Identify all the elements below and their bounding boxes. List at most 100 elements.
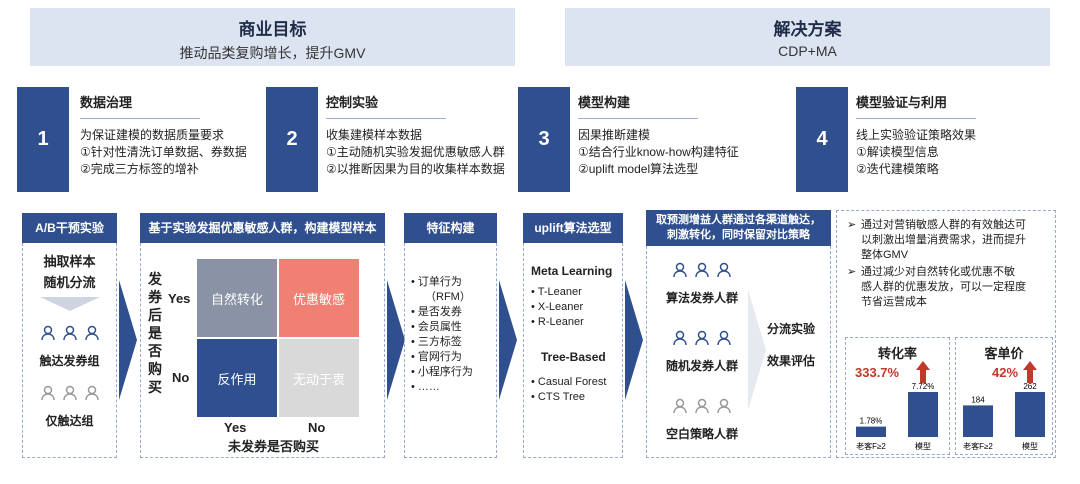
matrix-y-yes: Yes	[168, 291, 191, 306]
bullet-line: 通过对营销敏感人群的有效触达可	[861, 219, 1026, 231]
ab-group1-label: 触达发券组	[39, 354, 100, 368]
matrix-cell-natural: 自然转化	[197, 259, 277, 337]
bullet-line: 整体GMV	[861, 249, 909, 261]
y-char: 是	[148, 325, 162, 341]
conversion-lift: 333.7%	[855, 365, 900, 380]
step-3: 模型构建 因果推断建模 ①结合行业know-how构建特征 ②uplift mo…	[578, 92, 778, 178]
group-label: 随机发券人群	[665, 359, 738, 373]
feature-item: • 会员属性	[411, 321, 462, 333]
bullet-line: 以刺激出增量消费需求，进而提升	[861, 234, 1026, 246]
step-2-line: ①主动随机实验发掘优惠敏感人群	[326, 145, 505, 159]
bar-value-label: 7.72%	[912, 382, 935, 391]
features-column: • 订单行为 （RFM） • 是否发券 • 会员属性 • 三方标签 • 官网行为…	[404, 243, 497, 458]
step-2: 控制实验 收集建模样本数据 ①主动随机实验发掘优惠敏感人群 ②以推断因果为目的收…	[326, 92, 516, 178]
uplift-header: uplift算法选型	[523, 213, 623, 243]
result-bullet: ➢ 通过对营销敏感人群的有效触达可 以刺激出增量消费需求，进而提升 整体GMV	[847, 218, 1052, 263]
feature-item: • 小程序行为	[411, 366, 473, 378]
feature-item: （RFM）	[425, 291, 471, 303]
group-label: 空白策略人群	[665, 427, 738, 441]
step-4-line: ②迭代建模策略	[856, 162, 939, 176]
step-4-line: 线上实验验证策略效果	[856, 128, 977, 142]
conversion-chart-box	[845, 337, 950, 455]
matrix-y-no: No	[172, 370, 190, 385]
up-arrow-icon	[916, 361, 930, 383]
y-char: 发	[148, 271, 162, 287]
step-3-line: ②uplift model算法选型	[578, 162, 699, 176]
matrix-cell-sensitive: 优惠敏感	[279, 259, 359, 337]
person-icon	[40, 325, 55, 341]
business-goal-banner: 商业目标 推动品类复购增长，提升GMV	[30, 8, 515, 66]
feature-item: • 是否发券	[411, 306, 462, 318]
bullet-line: 节省运营成本	[861, 296, 927, 308]
flow-arrow-icon	[387, 280, 405, 400]
step-1-number: 1	[17, 87, 69, 192]
split-right-label: 分流实验	[767, 322, 816, 336]
aov-chart: 184 老客F≥2 262 模型	[963, 382, 1045, 451]
person-icon	[84, 325, 99, 341]
person-icon	[673, 262, 687, 278]
down-arrow-icon	[39, 297, 100, 311]
y-char: 券	[148, 289, 162, 305]
group-label: 算法发券人群	[665, 291, 738, 305]
ab-group2-label: 仅触达组	[45, 414, 94, 428]
uplift-column: Meta Learning • T-Leaner • X-Leaner • R-…	[523, 243, 623, 458]
feature-item: • ……	[411, 381, 440, 393]
split-header: 取预测增益人群通过各渠道触达， 刺激转化，同时保留对比策略	[646, 210, 831, 246]
y-char: 购	[148, 361, 162, 377]
y-char: 否	[148, 343, 162, 359]
bar	[908, 392, 938, 437]
ab-column: 抽取样本 随机分流 触达发券组 仅触达组	[22, 243, 117, 458]
step-2-title: 控制实验	[326, 95, 379, 110]
person-icon	[673, 398, 687, 414]
split-right-label: 效果评估	[767, 354, 816, 368]
tree-item: • Casual Forest	[531, 376, 607, 388]
bar-value-label: 1.78%	[860, 417, 883, 426]
feature-item: • 订单行为	[411, 276, 462, 288]
step-1-line: ②完成三方标签的增补	[80, 162, 199, 176]
bar-category-label: 老客F≥2	[963, 441, 993, 451]
feature-item: • 三方标签	[411, 336, 462, 348]
bar-category-label: 老客F≥2	[856, 441, 886, 451]
step-2-line: ②以推断因果为目的收集样本数据	[326, 162, 505, 176]
step-3-title: 模型构建	[578, 95, 631, 110]
bar-category-label: 模型	[915, 441, 931, 451]
matrix-y-question: 发 券 后 是 否 购 买	[147, 270, 163, 396]
step-4-number: 4	[796, 87, 848, 192]
aov-chart-box	[955, 337, 1053, 455]
matrix-x-yes: Yes	[224, 420, 247, 435]
aov-title: 客单价	[984, 346, 1024, 361]
tree-based-title: Tree-Based	[541, 350, 606, 364]
person-icon	[84, 385, 99, 401]
person-icon	[695, 262, 709, 278]
group2-people-icons	[23, 385, 116, 406]
person-icon	[695, 330, 709, 346]
flow-arrow-icon	[625, 280, 643, 400]
person-icon	[673, 330, 687, 346]
matrix-header: 基于实验发掘优惠敏感人群，构建模型样本	[140, 213, 385, 243]
person-icon	[717, 398, 731, 414]
ab-top-line: 抽取样本	[43, 254, 96, 269]
matrix-cell-indifferent: 无动于衷	[279, 339, 359, 417]
y-char: 后	[148, 307, 162, 323]
step-2-divider	[326, 118, 446, 119]
flow-arrow-icon	[499, 280, 517, 400]
step-3-divider	[578, 118, 698, 119]
meta-learning-title: Meta Learning	[531, 264, 613, 278]
step-4-line: ①解读模型信息	[856, 145, 939, 159]
bar-category-label: 模型	[1022, 441, 1038, 451]
step-3-number: 3	[518, 87, 570, 192]
business-goal-subtitle: 推动品类复购增长，提升GMV	[179, 45, 366, 61]
matrix-x-question: 未发券是否购买	[228, 439, 320, 454]
matrix-cell-adverse: 反作用	[197, 339, 277, 417]
ab-top-line: 随机分流	[43, 275, 96, 290]
solution-subtitle: CDP+MA	[778, 43, 837, 59]
split-column	[646, 246, 831, 458]
person-icon	[695, 398, 709, 414]
group-people-icons	[652, 398, 752, 419]
bullet-line: 感人群的优惠发放，可以一定程度	[861, 281, 1026, 293]
bar-value-label: 262	[1023, 382, 1037, 391]
group1-people-icons	[23, 325, 116, 346]
step-1-line: 为保证建模的数据质量要求	[80, 128, 225, 142]
bar-value-label: 184	[971, 395, 985, 404]
up-arrow-icon	[1023, 361, 1037, 383]
